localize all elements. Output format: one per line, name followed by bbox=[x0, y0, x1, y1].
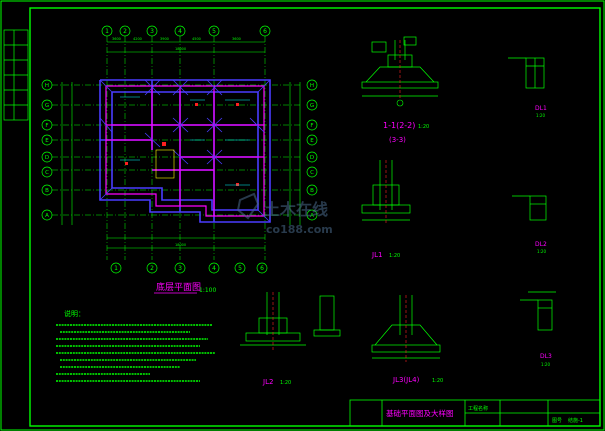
sheet-no-label: 图号 bbox=[552, 418, 562, 424]
dl2-scale: 1:20 bbox=[537, 249, 546, 254]
watermark-en: co188.com bbox=[266, 223, 333, 236]
jl1-label: JL1 bbox=[371, 251, 382, 259]
grid-label-right: A bbox=[310, 213, 314, 219]
grid-label-bottom: 2 bbox=[150, 265, 154, 272]
title-block bbox=[349, 399, 601, 427]
grid-label-right: C bbox=[310, 170, 314, 176]
grid-label-right: B bbox=[310, 188, 314, 194]
grid-label-bottom: 3 bbox=[178, 265, 182, 272]
grid-label-top: 3 bbox=[150, 28, 154, 35]
dl3-scale: 1:20 bbox=[541, 362, 550, 367]
grid-label-right: E bbox=[310, 138, 314, 144]
dl3-label: DL3 bbox=[540, 353, 552, 360]
detail-1-1-scale: 1:20 bbox=[418, 124, 429, 130]
svg-text:3900: 3900 bbox=[160, 37, 169, 41]
jl2-scale: 1:20 bbox=[280, 380, 291, 386]
grid-label-right: F bbox=[310, 123, 313, 129]
grid-label-left: F bbox=[45, 123, 48, 129]
grid-label-top: 4 bbox=[178, 28, 182, 35]
grid-label-left: D bbox=[45, 155, 49, 161]
jl2-label: JL2 bbox=[262, 378, 273, 386]
grid-label-bottom: 5 bbox=[238, 265, 242, 272]
jl1-scale: 1:20 bbox=[389, 253, 400, 259]
grid-axis-right bbox=[306, 79, 318, 221]
plan-scale: 1:100 bbox=[199, 287, 216, 294]
dl1-label: DL1 bbox=[535, 105, 547, 112]
walls bbox=[105, 85, 265, 217]
title-block-label: 工程名称 bbox=[468, 405, 488, 412]
detail-1-1-label: 1-1(2-2) bbox=[383, 121, 415, 130]
dl1-scale: 1:20 bbox=[536, 113, 545, 118]
strip-footings bbox=[99, 79, 271, 223]
grid-label-top: 5 bbox=[212, 28, 216, 35]
grid-label-bottom: 4 bbox=[212, 265, 216, 272]
sheet-title: 基础平面图及大样图 bbox=[386, 408, 454, 418]
detail-1-1-sub: (3-3) bbox=[389, 136, 406, 144]
notes-heading: 说明： bbox=[64, 309, 85, 318]
detail-dl2 bbox=[512, 195, 547, 221]
grid-label-left: B bbox=[45, 188, 49, 194]
svg-text:4200: 4200 bbox=[133, 37, 142, 41]
grid-label-bottom: 1 bbox=[114, 265, 118, 272]
detail-dl3 bbox=[520, 291, 556, 331]
jl3-label: JL3(JL4) bbox=[392, 376, 420, 384]
grid-label-left: H bbox=[45, 83, 49, 89]
grid-axis-top bbox=[101, 25, 271, 37]
sheet-frame-inner bbox=[29, 7, 601, 427]
notes-lines bbox=[56, 324, 215, 382]
grid-label-right: D bbox=[310, 155, 314, 161]
grid-label-top: 6 bbox=[263, 28, 267, 35]
binding-strip bbox=[3, 29, 29, 121]
plan-title: 底层平面图 bbox=[156, 281, 201, 293]
sheet-no: 结施-1 bbox=[568, 417, 583, 424]
svg-text:3600: 3600 bbox=[232, 37, 241, 41]
dl2-label: DL2 bbox=[535, 241, 547, 248]
watermark-cn: 土木在线 bbox=[264, 200, 328, 219]
svg-text:18000: 18000 bbox=[175, 47, 186, 51]
watermark: 土木在线 co188.com bbox=[236, 192, 333, 236]
grid-label-left: G bbox=[45, 103, 49, 109]
svg-text:4500: 4500 bbox=[192, 37, 201, 41]
grid-label-left: E bbox=[45, 138, 49, 144]
grid-label-top: 2 bbox=[123, 28, 127, 35]
foundation-plan: 3600 4200 3900 4500 3600 18000 18000 1 2 3… bbox=[41, 25, 318, 274]
detail-mid bbox=[313, 295, 341, 337]
grid-label-left: A bbox=[45, 213, 49, 219]
grid-label-bottom: 6 bbox=[260, 265, 264, 272]
grid-label-top: 1 bbox=[105, 28, 109, 35]
grid-label-right: G bbox=[310, 103, 314, 109]
grid-label-left: C bbox=[45, 170, 49, 176]
svg-text:18000: 18000 bbox=[175, 243, 186, 247]
svg-text:3600: 3600 bbox=[112, 37, 121, 41]
grid-axis-bottom bbox=[110, 262, 268, 274]
grid-label-right: H bbox=[310, 83, 314, 89]
jl3-scale: 1:20 bbox=[432, 378, 443, 384]
detail-dl1 bbox=[508, 57, 545, 89]
grid-axis-left bbox=[41, 79, 53, 221]
